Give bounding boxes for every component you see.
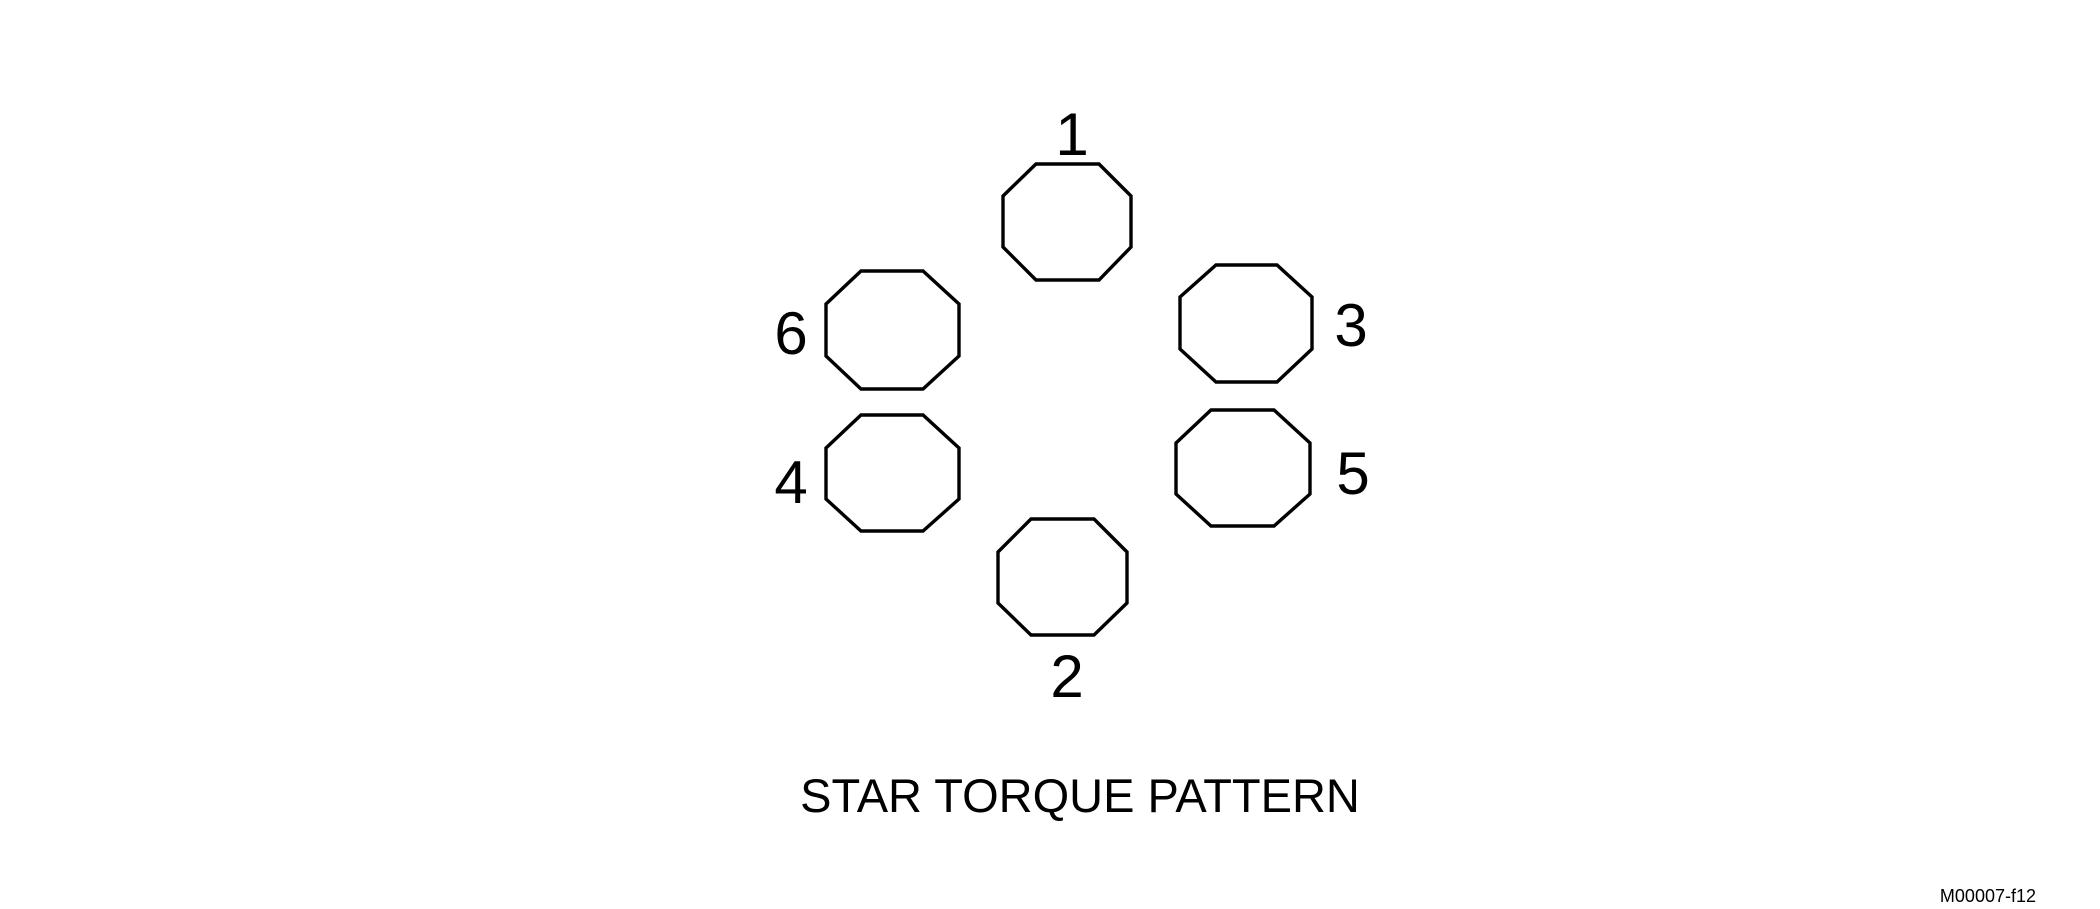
nut-label-1: 1 bbox=[1055, 101, 1088, 168]
nut-label-4: 4 bbox=[774, 449, 807, 516]
lug-nut-6 bbox=[824, 269, 961, 391]
lug-nut-2 bbox=[996, 517, 1129, 637]
figure-id: M00007-f12 bbox=[1940, 886, 2036, 906]
lug-nut-1 bbox=[1001, 162, 1133, 282]
nut-label-5: 5 bbox=[1336, 440, 1369, 507]
diagram-caption: STAR TORQUE PATTERN bbox=[800, 769, 1360, 822]
lug-nut-3 bbox=[1178, 263, 1314, 384]
nut-label-3: 3 bbox=[1334, 292, 1367, 359]
lug-nut-4 bbox=[824, 413, 961, 533]
nut-label-6: 6 bbox=[774, 300, 807, 367]
lug-nut-5 bbox=[1174, 408, 1312, 528]
nut-label-2: 2 bbox=[1050, 643, 1083, 710]
